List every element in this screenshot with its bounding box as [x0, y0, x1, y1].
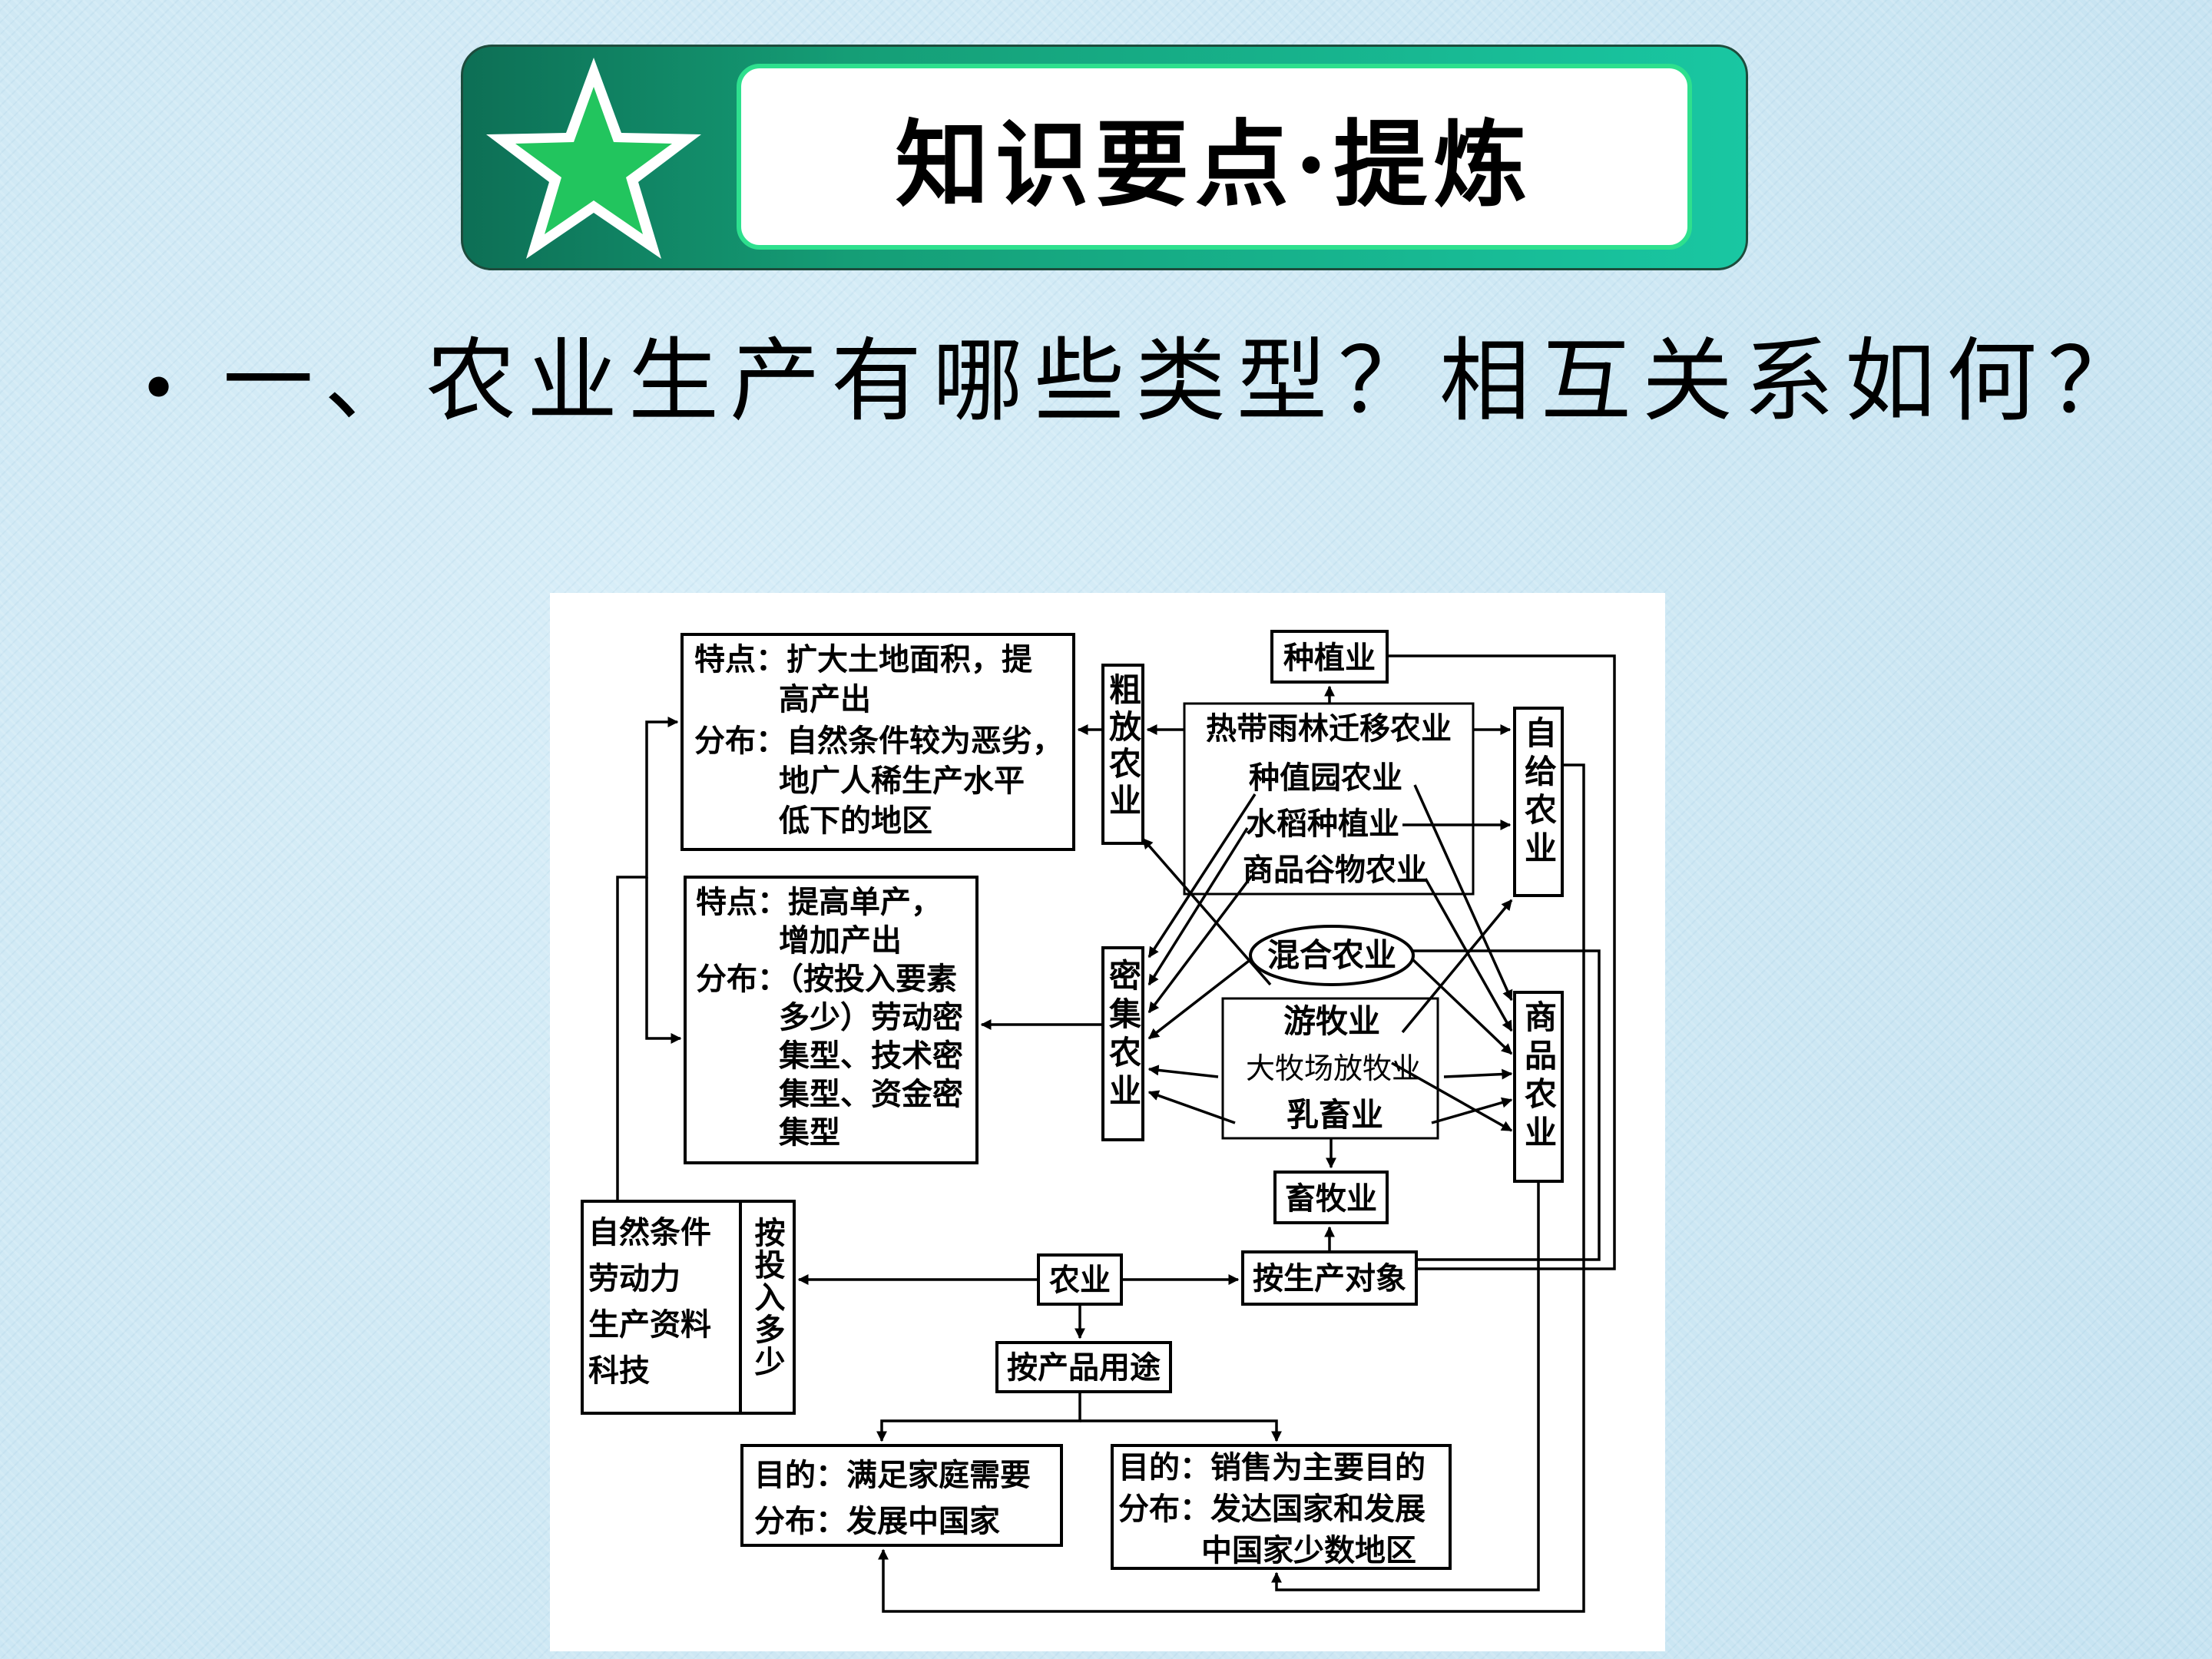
- question-text: 一、农业生产有哪些类型？相互关系如何？: [223, 328, 2150, 434]
- agriculture-diagram: 特点：扩大土地面积，提 高产出 分布：自然条件较为恶劣， 地广人稀生产水平 低下…: [550, 593, 1665, 1651]
- intensive-line-5: 集型、技术密: [778, 1038, 963, 1074]
- connectors: [616, 654, 1616, 1613]
- agriculture-label: 农业: [1049, 1262, 1111, 1298]
- livestock-3: 乳畜业: [1286, 1096, 1383, 1134]
- extensive-line-2: 高产出: [779, 681, 871, 717]
- intensive-line-6: 集型、资金密: [778, 1076, 963, 1112]
- extensive-label: 粗放农业: [1104, 673, 1142, 820]
- animal-husbandry-label: 畜牧业: [1285, 1181, 1377, 1217]
- diagram-canvas: 特点：扩大土地面积，提 高产出 分布：自然条件较为恶劣， 地广人稀生产水平 低下…: [581, 630, 1616, 1613]
- by-input-label: 按投入多少: [750, 1217, 786, 1378]
- crop-4: 商品谷物农业: [1243, 852, 1427, 888]
- self-line-1: 目的：满足家庭需要: [754, 1457, 1031, 1493]
- crop-1: 热带雨林迁移农业: [1206, 710, 1452, 747]
- subsistence-label-frame: [1513, 707, 1564, 897]
- extensive-line-5: 低下的地区: [779, 803, 932, 839]
- factor-4: 科技: [588, 1353, 650, 1389]
- intensive-line-2: 增加产出: [779, 922, 902, 959]
- crops-frame: [1183, 702, 1475, 896]
- commercial-label-frame: [1513, 991, 1564, 1183]
- planting-label: 种植业: [1283, 640, 1376, 676]
- mixed-frame: [1249, 925, 1415, 986]
- box-self-frame: [740, 1444, 1063, 1547]
- box-intensive-frame: [684, 876, 979, 1164]
- mixed-label: 混合农业: [1267, 936, 1396, 974]
- bullet: •: [138, 348, 190, 429]
- by-use-label: 按产品用途: [1007, 1349, 1161, 1386]
- commercial-line-2: 分布：发达国家和发展: [1118, 1491, 1426, 1527]
- question-line: •一、农业生产有哪些类型？相互关系如何？: [138, 307, 2138, 434]
- livestock-2: 大牧场放牧业: [1246, 1051, 1421, 1085]
- crop-3: 水稻种植业: [1246, 806, 1399, 842]
- title-banner: 知识要点·提炼: [461, 45, 1748, 270]
- commercial-line-1: 目的：销售为主要目的: [1118, 1449, 1426, 1485]
- factor-1: 自然条件: [588, 1214, 711, 1250]
- self-line-2: 分布：发展中国家: [754, 1503, 1000, 1539]
- page-title: 知识要点·提炼: [895, 108, 1534, 220]
- by-use-frame: [995, 1341, 1172, 1393]
- extensive-line-4: 地广人稀生产水平: [779, 763, 1025, 799]
- intensive-line-4: 多少）劳动密: [779, 999, 963, 1035]
- box-extensive-frame: [680, 633, 1075, 851]
- extensive-line-3: 分布：自然条件较为恶劣，: [694, 723, 1063, 759]
- subsistence-label: 自给农业: [1520, 716, 1558, 869]
- factor-2: 劳动力: [588, 1260, 680, 1296]
- intensive-line-3: 分布：（按投入要素: [696, 961, 957, 997]
- intensive-line-7: 集型: [778, 1114, 840, 1151]
- title-panel: 知识要点·提炼: [737, 64, 1692, 250]
- intensive-line-1: 特点：提高单产，: [696, 884, 942, 920]
- intensive-label: 密集农业: [1104, 959, 1142, 1112]
- box-commercial-frame: [1111, 1444, 1452, 1570]
- commercial-label: 商品农业: [1520, 1000, 1558, 1154]
- intensive-label-frame: [1101, 946, 1144, 1141]
- star-icon: [486, 58, 701, 259]
- animal-husbandry-frame: [1273, 1171, 1389, 1224]
- crop-2: 种值园农业: [1249, 760, 1402, 796]
- by-object-label: 按生产对象: [1253, 1260, 1406, 1296]
- by-input-frame: [739, 1200, 796, 1415]
- commercial-line-3: 中国家少数地区: [1201, 1532, 1416, 1568]
- extensive-label-frame: [1101, 664, 1144, 845]
- extensive-line-1: 特点：扩大土地面积，提: [694, 641, 1032, 677]
- factor-3: 生产资料: [588, 1306, 711, 1343]
- livestock-1: 游牧业: [1283, 1002, 1380, 1040]
